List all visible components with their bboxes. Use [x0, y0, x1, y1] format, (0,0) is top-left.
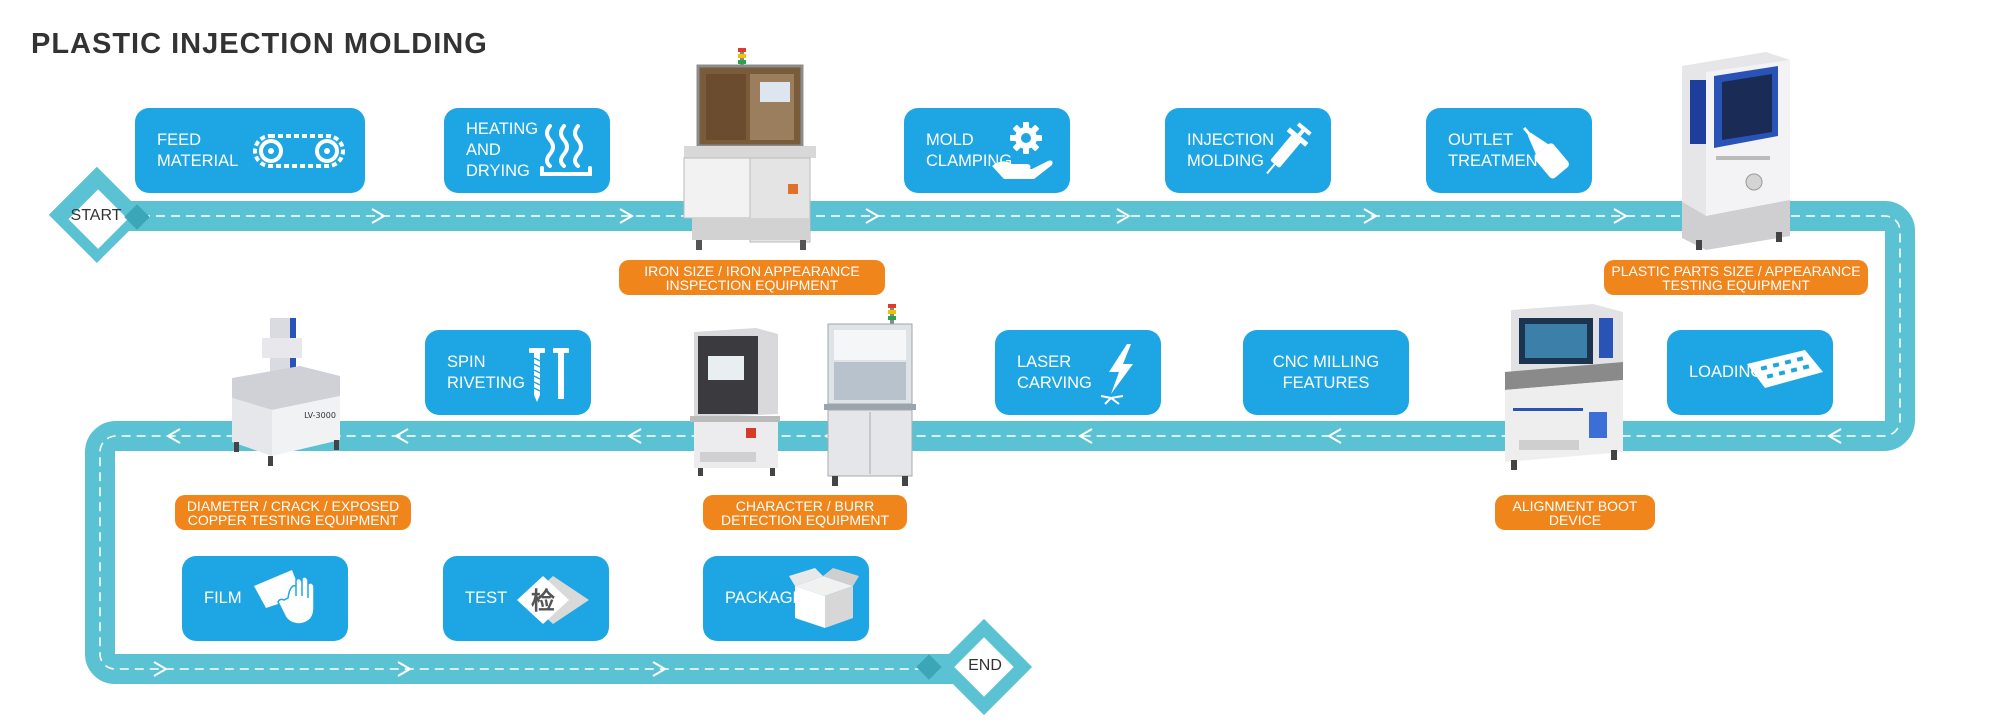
step-mold-clamping: MOLD CLAMPING [904, 108, 1070, 193]
track-dash [96, 215, 1901, 670]
step-film: FILM [182, 556, 348, 641]
diameter-testing-machine: LV-3000 [232, 318, 340, 466]
step-label: LASER CARVING [1017, 352, 1092, 392]
character-detection-machine-b [824, 304, 916, 486]
arrows-row-1 [371, 208, 1628, 224]
step-label: INJECTION MOLDING [1187, 130, 1275, 170]
step-label: HEATING AND DRYING [466, 120, 539, 180]
box-icon [789, 568, 859, 628]
step-label: CNC MILLING FEATURES [1272, 352, 1380, 392]
step-label: FEED MATERIAL [157, 130, 239, 170]
alignment-boot-machine [1505, 304, 1623, 470]
step-package: PACKAGE [703, 556, 869, 641]
step-feed-material: FEED MATERIAL [135, 108, 365, 193]
test-glyph: 检 [531, 587, 555, 615]
equipment-tag-character-burr: CHARACTER / BURR DETECTION EQUIPMENT [703, 495, 907, 530]
screw-icon [529, 348, 569, 402]
equipment-tag-plastic-parts: PLASTIC PARTS SIZE / APPEARANCE TESTING … [1604, 260, 1868, 295]
step-injection-molding: INJECTION MOLDING [1165, 108, 1331, 193]
heat-icon [540, 124, 592, 176]
character-detection-machine-a [690, 328, 780, 476]
page-title: PLASTIC INJECTION MOLDING [31, 28, 488, 60]
step-label: OUTLET TREATMENT [1448, 130, 1548, 170]
equipment-tag-diameter-crack: DIAMETER / CRACK / EXPOSED COPPER TESTIN… [175, 495, 411, 530]
machine-badge: LV-3000 [304, 411, 336, 420]
step-loading: LOADING [1667, 330, 1833, 415]
step-laser-carving: LASER CARVING [995, 330, 1161, 415]
step-label: LOADING [1689, 363, 1764, 381]
end-marker [916, 618, 1033, 716]
step-spin-riveting: SPIN RIVETING [425, 330, 591, 415]
gear-hand-icon [992, 122, 1053, 179]
step-outlet-treatment: OUTLET TREATMENT [1426, 108, 1592, 193]
end-label: END [968, 657, 1002, 674]
step-heating-drying: HEATING AND DRYING [444, 108, 610, 193]
step-test: TEST 检 [443, 556, 609, 641]
step-label: FILM [204, 589, 242, 607]
iron-inspection-machine [683, 48, 816, 250]
equipment-tag-iron-inspection: IRON SIZE / IRON APPEARANCE INSPECTION E… [619, 260, 885, 295]
start-label: START [70, 207, 122, 224]
equipment-tag-alignment-boot: ALIGNMENT BOOT DEVICE [1495, 495, 1655, 530]
syringe-icon [1266, 122, 1312, 175]
step-label: SPIN RIVETING [447, 352, 525, 392]
film-hand-icon [254, 570, 315, 625]
tray-icon [1747, 350, 1823, 388]
plastic-parts-testing-machine [1682, 52, 1790, 250]
step-label: PACKAGE [725, 589, 804, 607]
inspect-icon: 检 [517, 576, 589, 624]
laser-icon [1100, 344, 1133, 405]
step-label: TEST [465, 589, 508, 607]
conveyor-icon [253, 134, 345, 168]
glue-bottle-icon [1522, 126, 1569, 179]
step-cnc-milling: CNC MILLING FEATURES [1243, 330, 1409, 415]
step-label: MOLD CLAMPING [926, 130, 1013, 170]
arrows-row-3 [153, 661, 667, 677]
